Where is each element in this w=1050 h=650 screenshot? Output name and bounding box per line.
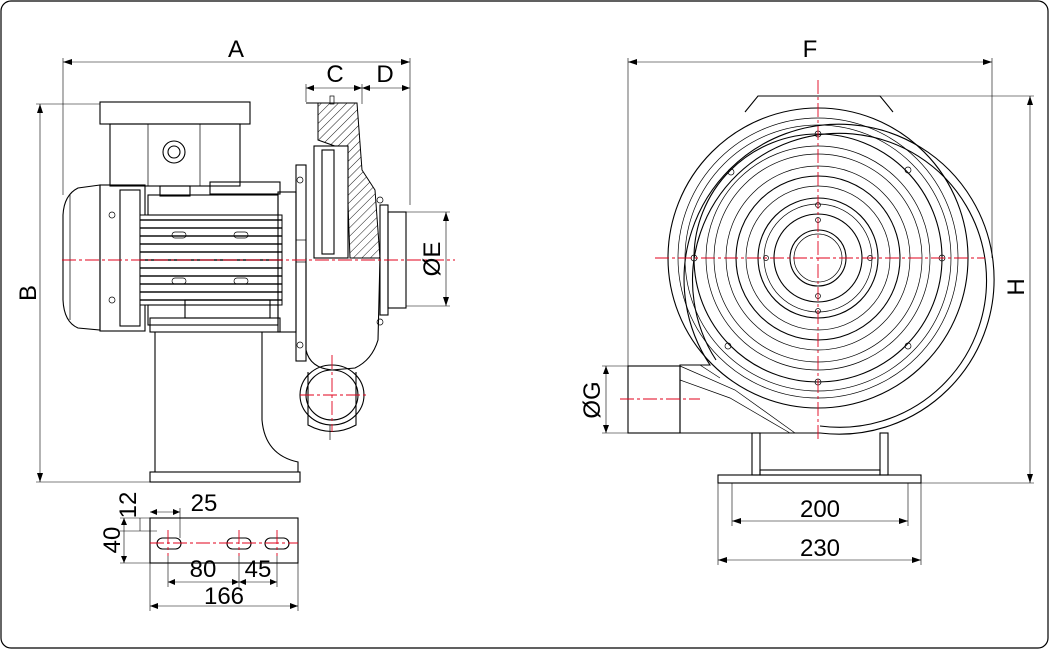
- dim-230: 230: [800, 535, 840, 562]
- dim-166: 166: [204, 583, 244, 610]
- support-bracket: [149, 299, 301, 483]
- slot-1: [156, 537, 182, 550]
- dim-12: 12: [115, 492, 142, 519]
- front-view: F H ØG 200 230: [579, 36, 1034, 565]
- dim-label-h: H: [1003, 278, 1030, 295]
- base-plate: [149, 517, 299, 564]
- dim-label-b: B: [15, 285, 42, 301]
- dim-label-d: D: [376, 61, 393, 88]
- dim-80: 80: [190, 556, 217, 583]
- dim-label-a: A: [228, 36, 244, 63]
- front-outlet: [627, 364, 796, 434]
- terminal-box: [99, 101, 281, 197]
- motor-body: [99, 184, 146, 332]
- side-view: A C D B ØE: [15, 36, 455, 483]
- motor-end-cap: [62, 184, 101, 331]
- housing-section: [296, 95, 407, 371]
- dim-45: 45: [245, 556, 272, 583]
- dim-label-g: ØG: [579, 381, 606, 418]
- scroll-housing: [679, 123, 995, 435]
- dim-25: 25: [191, 490, 218, 517]
- dim-40: 40: [99, 527, 126, 554]
- front-base: [717, 432, 922, 484]
- dim-200: 200: [800, 496, 840, 523]
- cable-gland-icon: [162, 140, 186, 164]
- dim-label-e: ØE: [419, 242, 446, 277]
- base-plate-detail: 25 40 12 80 45 166: [99, 490, 299, 611]
- dim-label-f: F: [803, 36, 818, 63]
- dim-label-c: C: [326, 61, 343, 88]
